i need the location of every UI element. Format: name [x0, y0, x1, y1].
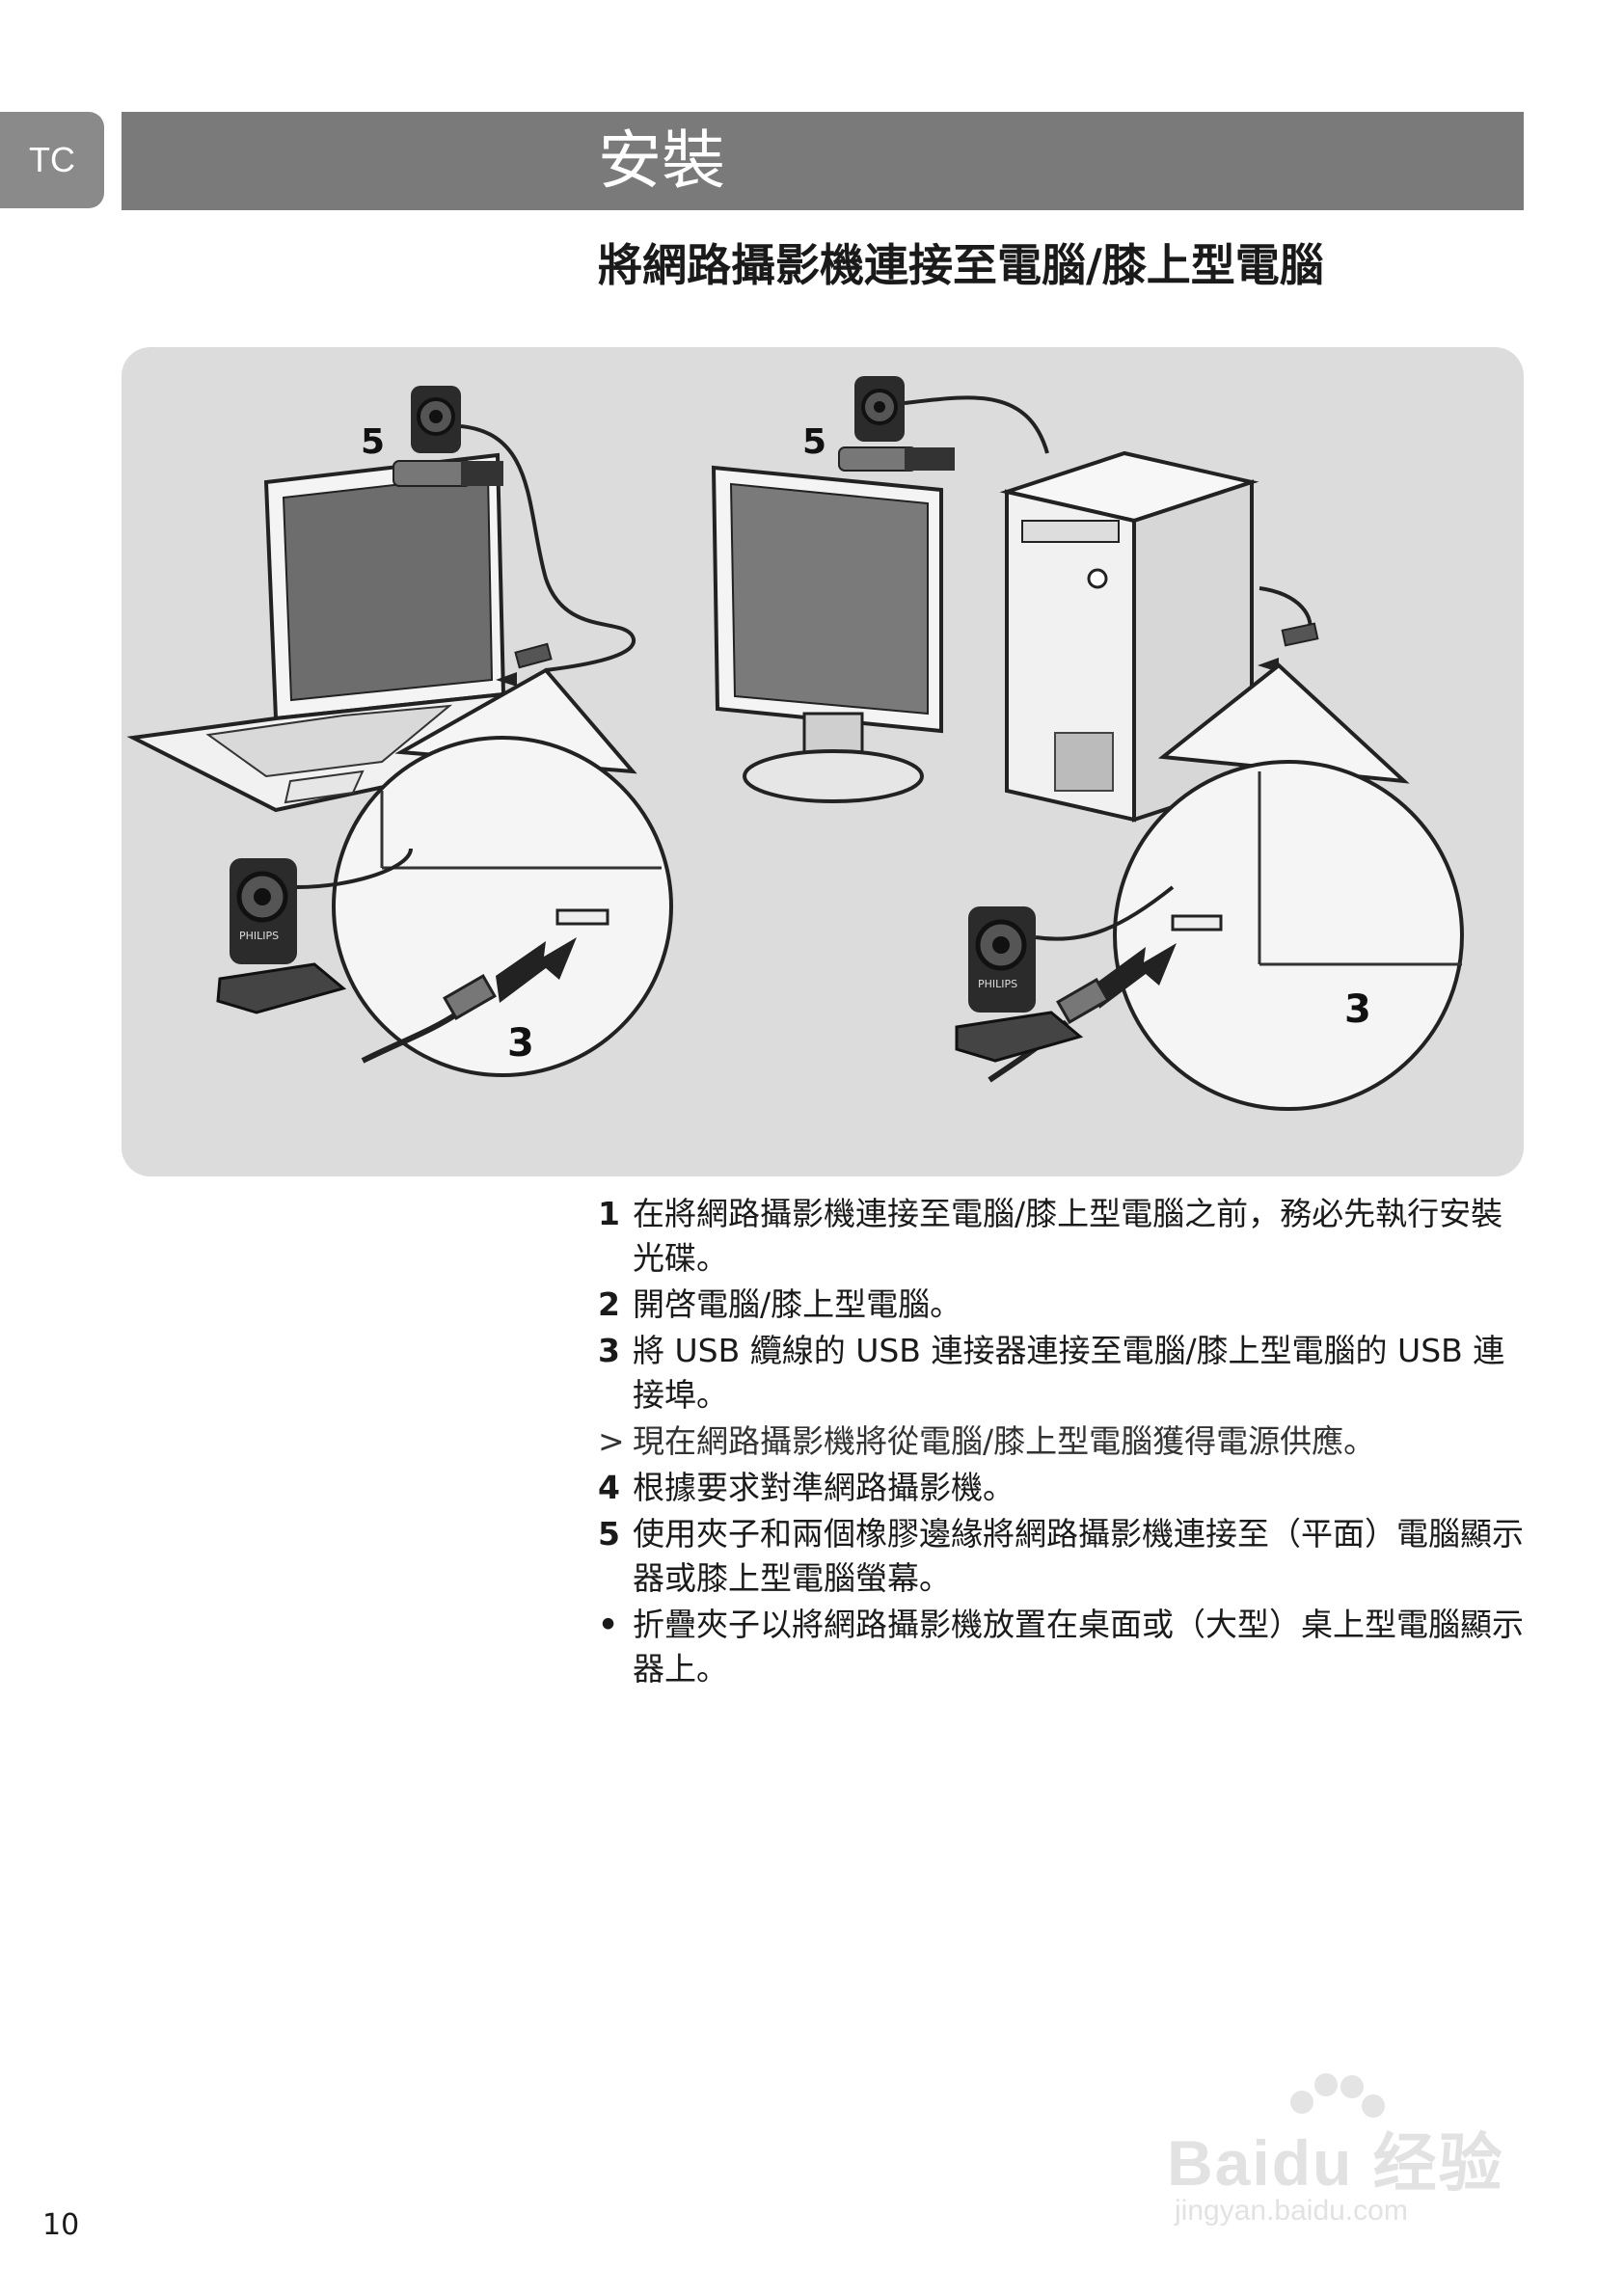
- step-result: >現在網路攝影機將從電腦/膝上型電腦獲得電源供應。: [598, 1422, 1376, 1460]
- webcam-standing-right: PHILIPS: [955, 906, 1084, 1063]
- usb-zoom-left: [332, 736, 673, 1077]
- brand-label-right: PHILIPS: [978, 978, 1017, 990]
- page-subtitle: 將網路攝影機連接至電腦/膝上型電腦: [598, 239, 1324, 291]
- installation-illustration: 5 5: [122, 347, 1524, 1176]
- webcam-on-laptop: [392, 386, 503, 487]
- step-bullet: •折疊夾子以將網路攝影機放置在桌面或（大型）桌上型電腦顯示器上。: [598, 1606, 1524, 1688]
- watermark-url: jingyan.baidu.com: [1175, 2195, 1408, 2227]
- language-tab: TC: [0, 112, 104, 208]
- callout-3-left: 3: [507, 1021, 534, 1066]
- usb-zoom-right: [988, 760, 1464, 1111]
- paw-icon: [1290, 2073, 1385, 2118]
- page-number: 10: [42, 2208, 80, 2242]
- monitor-illustration: [711, 465, 943, 803]
- section-header: 安裝: [122, 112, 1524, 210]
- pc-tower-illustration: [999, 450, 1259, 823]
- webcam-standing-left: PHILIPS: [216, 858, 347, 1014]
- webcam-on-monitor: [838, 376, 955, 472]
- watermark-main: Baidu 经验: [1167, 2127, 1504, 2199]
- callout-3-right: 3: [1344, 987, 1371, 1032]
- baidu-watermark: Baidu 经验 jingyan.baidu.com: [1167, 2064, 1553, 2237]
- callout-5-right: 5: [802, 422, 826, 462]
- callout-5-left: 5: [361, 422, 385, 462]
- brand-label-left: PHILIPS: [239, 930, 279, 942]
- section-title: 安裝: [598, 123, 725, 198]
